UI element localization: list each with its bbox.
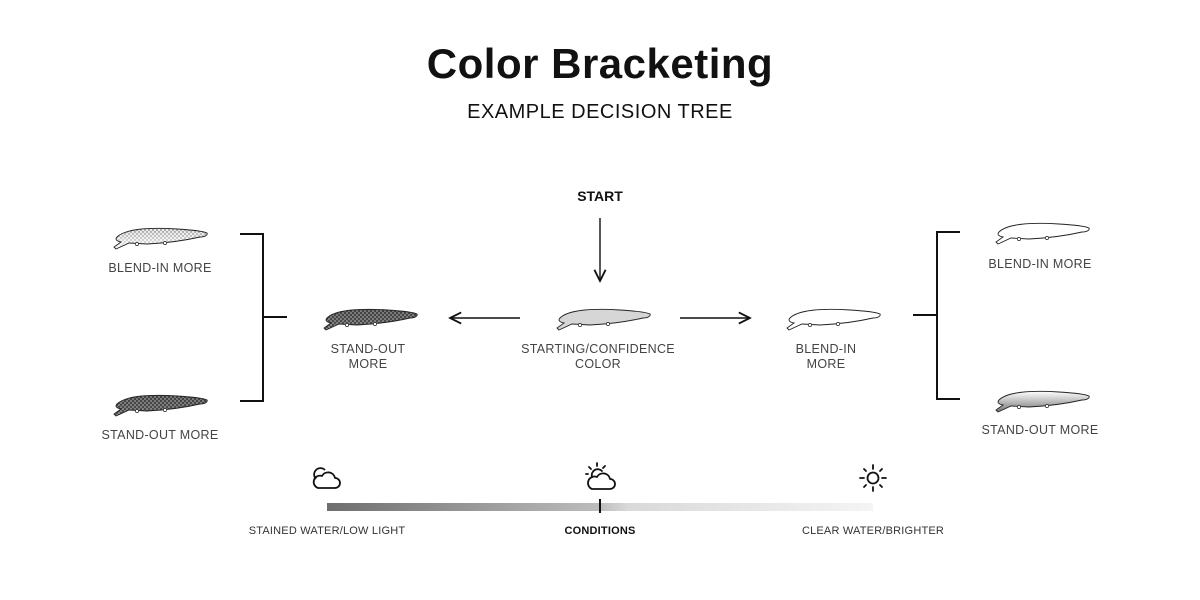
conditions-center-tick — [599, 499, 601, 513]
label-right-bottom: STAND-OUT MORE — [981, 423, 1099, 437]
lure-blend-in-right — [989, 219, 1091, 245]
label-conditions: CONDITIONS — [564, 525, 636, 537]
lure-stand-out-left — [107, 391, 209, 417]
label-left-bottom: STAND-OUT MORE — [101, 428, 219, 442]
lure-starting-color — [550, 305, 652, 331]
label-line: MORE — [806, 357, 846, 371]
cloud-icon — [309, 461, 343, 495]
lure-blend-in-mid — [780, 305, 882, 331]
page-title: Color Bracketing — [426, 40, 774, 87]
lure-blend-in-left — [107, 224, 209, 250]
label-line: MORE — [348, 357, 388, 371]
label-clear-water: CLEAR WATER/BRIGHTER — [801, 525, 945, 537]
label-line: STAND-OUT — [330, 342, 406, 356]
label-line: BLEND-IN — [795, 342, 857, 356]
label-right-top: BLEND-IN MORE — [988, 257, 1092, 271]
right-bracket — [913, 231, 960, 400]
sun-icon — [856, 461, 890, 495]
start-label: START — [577, 188, 623, 204]
lure-stand-out-mid — [317, 305, 419, 331]
label-mid-right: BLEND-IN MORE — [726, 342, 926, 372]
left-bracket — [240, 233, 287, 402]
label-mid-left: STAND-OUT MORE — [268, 342, 468, 372]
label-line: STARTING/CONFIDENCE — [521, 342, 675, 356]
page-subtitle: EXAMPLE DECISION TREE — [467, 101, 733, 123]
partly-cloudy-icon — [583, 461, 617, 495]
lure-stand-out-right — [989, 387, 1091, 413]
label-left-top: BLEND-IN MORE — [108, 261, 212, 275]
label-line: COLOR — [575, 357, 621, 371]
label-center: STARTING/CONFIDENCE COLOR — [498, 342, 698, 372]
label-stained-water: STAINED WATER/LOW LIGHT — [248, 525, 406, 537]
